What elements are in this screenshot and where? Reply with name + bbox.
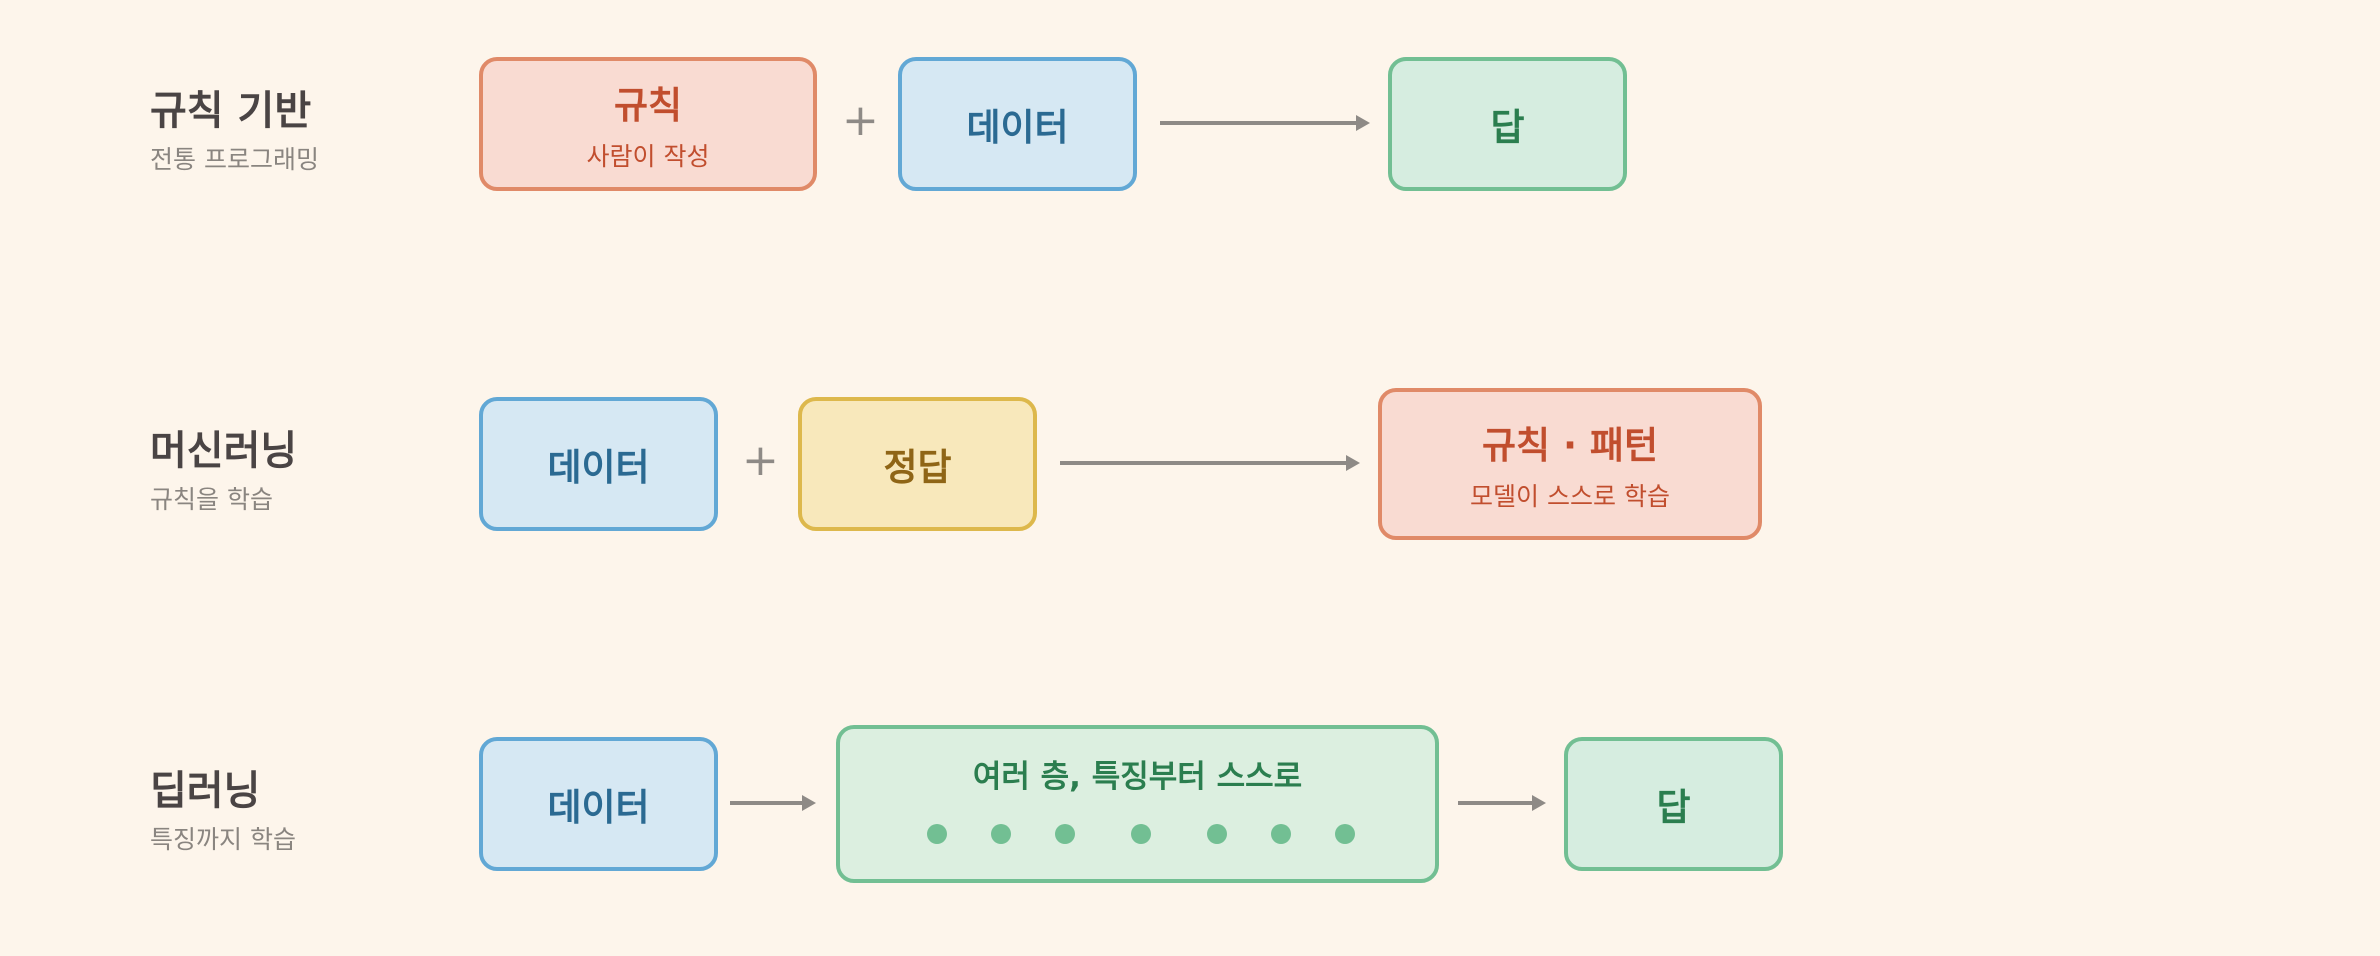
- row-title: 머신러닝: [150, 428, 298, 474]
- layer-node: [1335, 824, 1355, 844]
- data-box: 데이터: [898, 57, 1137, 191]
- data-box-title: 데이터: [547, 446, 650, 489]
- data-box: 데이터: [479, 737, 718, 871]
- answer-box: 답: [1564, 737, 1783, 871]
- arrow: [1160, 115, 1370, 131]
- plus-sign: +: [742, 435, 779, 486]
- layer-node: [991, 824, 1011, 844]
- answer-box-title: 답: [1490, 106, 1525, 149]
- layer-node: [927, 824, 947, 844]
- data-box-title: 데이터: [966, 106, 1069, 149]
- label-box-title: 정답: [883, 446, 952, 489]
- plus-sign: +: [842, 95, 879, 146]
- arrow: [730, 795, 816, 811]
- layer-node: [1131, 824, 1151, 844]
- layers-box-title: 여러 층, 특징부터 스스로: [972, 759, 1303, 795]
- answer-box-title: 답: [1656, 786, 1691, 829]
- rules-box: 규칙 사람이 작성: [479, 57, 817, 191]
- data-box: 데이터: [479, 397, 718, 531]
- row-subtitle: 규칙을 학습: [150, 485, 273, 514]
- row-subtitle: 특징까지 학습: [150, 825, 296, 854]
- row-title: 딥러닝: [150, 768, 261, 814]
- layers-box: 여러 층, 특징부터 스스로: [836, 725, 1439, 883]
- layer-node: [1055, 824, 1075, 844]
- data-box-title: 데이터: [547, 786, 650, 829]
- pattern-box: 규칙 · 패턴 모델이 스스로 학습: [1378, 388, 1762, 540]
- pattern-box-title: 규칙 · 패턴: [1482, 424, 1658, 467]
- answer-box: 답: [1388, 57, 1627, 191]
- arrow: [1060, 455, 1360, 471]
- layer-node: [1207, 824, 1227, 844]
- row-subtitle: 전통 프로그래밍: [150, 145, 319, 174]
- layer-node: [1271, 824, 1291, 844]
- layer-nodes: [840, 814, 1435, 854]
- rules-box-title: 규칙: [613, 84, 683, 127]
- row-title: 규칙 기반: [150, 88, 312, 134]
- label-box: 정답: [798, 397, 1037, 531]
- rules-box-subtitle: 사람이 작성: [586, 142, 710, 171]
- arrow: [1458, 795, 1546, 811]
- pattern-box-subtitle: 모델이 스스로 학습: [1470, 482, 1670, 511]
